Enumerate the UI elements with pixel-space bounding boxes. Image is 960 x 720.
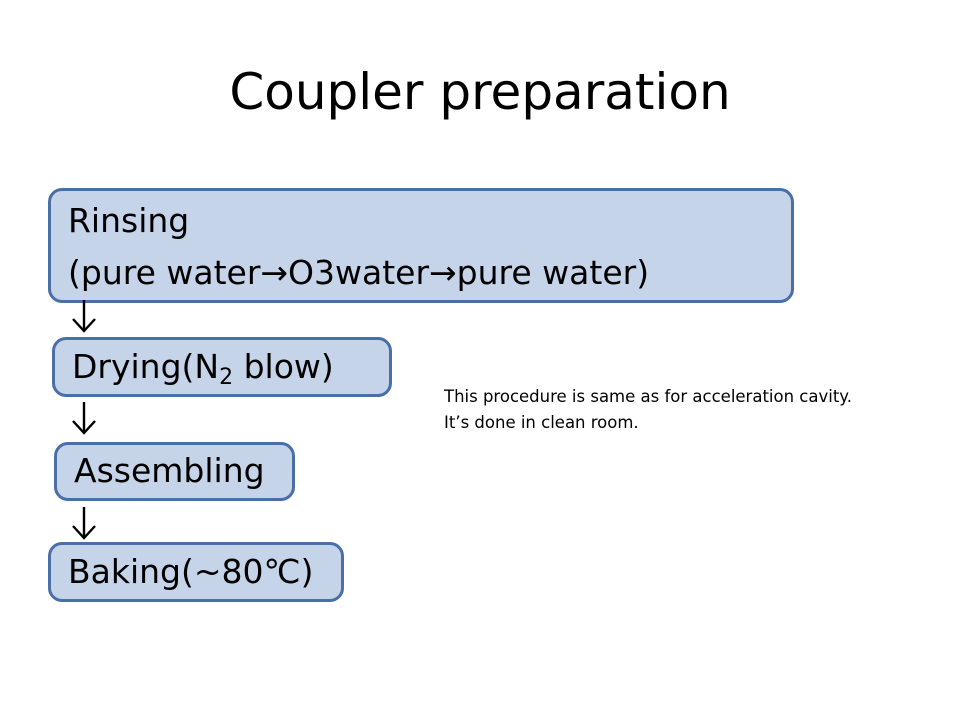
down-arrow-icon <box>72 300 96 333</box>
step-drying-label: Drying(N <box>72 347 220 386</box>
down-arrow-icon <box>72 507 96 540</box>
slide-title: Coupler preparation <box>229 63 731 121</box>
step-drying-box: Drying(N2 blow) <box>52 337 392 397</box>
step-assembling-label: Assembling <box>74 451 265 490</box>
procedure-note-line1: This procedure is same as for accelerati… <box>444 387 852 406</box>
step-drying-suffix: blow) <box>233 347 334 386</box>
procedure-note: This procedure is same as for accelerati… <box>444 384 852 436</box>
step-assembling-box: Assembling <box>54 442 295 501</box>
procedure-note-line2: It’s done in clean room. <box>444 413 639 432</box>
step-drying-subscript: 2 <box>219 365 234 390</box>
step-rinsing-title: Rinsing <box>68 201 190 240</box>
step-rinsing-box: Rinsing (pure water→O3water→pure water) <box>48 188 794 303</box>
step-rinsing-detail: (pure water→O3water→pure water) <box>68 253 650 292</box>
step-baking-label: Baking(~80℃) <box>68 552 314 591</box>
step-baking-box: Baking(~80℃) <box>48 542 344 602</box>
down-arrow-icon <box>72 402 96 435</box>
